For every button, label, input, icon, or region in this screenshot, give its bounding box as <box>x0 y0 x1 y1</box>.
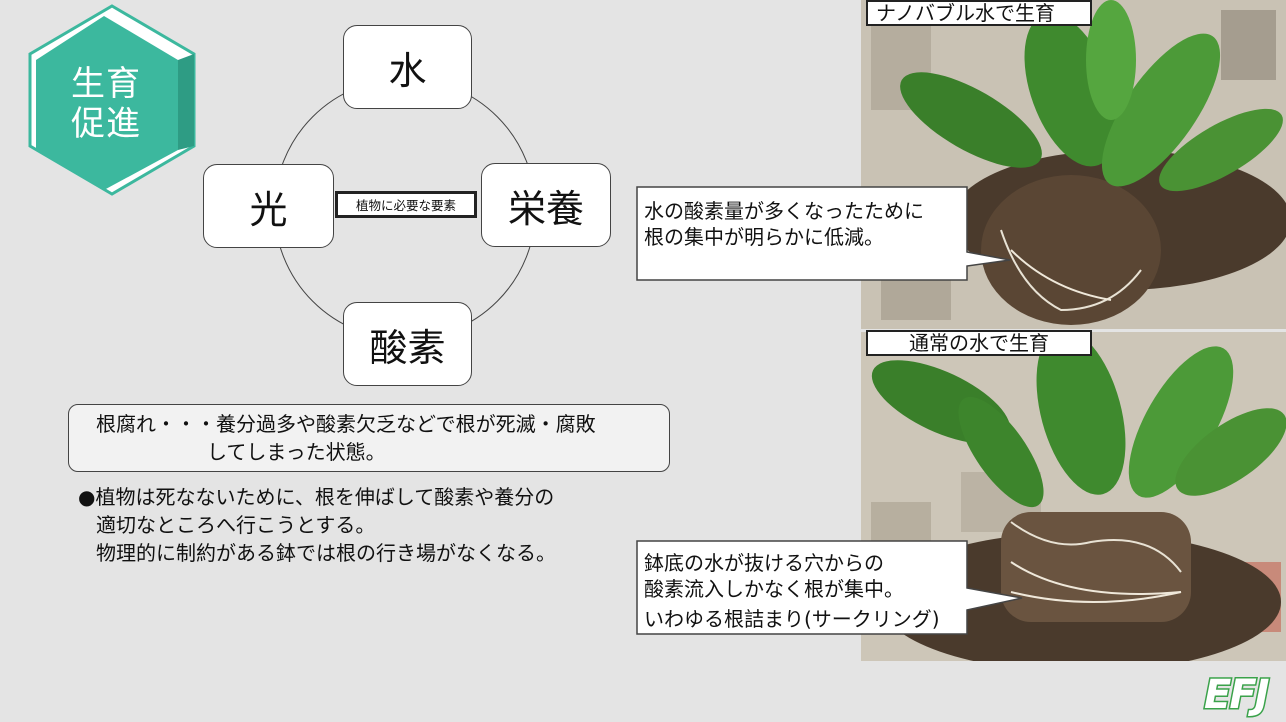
badge-line-1: 生育 <box>71 64 141 104</box>
callout-bottom-line-1: 鉢底の水が抜ける穴からの <box>644 551 884 575</box>
efj-logo: EFJ <box>1203 671 1272 720</box>
bullet-line-2: 適切なところへ行こうとする。 <box>96 513 376 537</box>
callout-bottom-line-3: いわゆる根詰まり(サークリング) <box>644 607 940 631</box>
bullet-line-1: ●植物は死なないために、根を伸ばして酸素や養分の <box>78 485 555 509</box>
diagram-center-label: 植物に必要な要素 <box>335 191 477 218</box>
callout-top-bubble <box>636 186 1011 281</box>
definition-line-2: してしまった状態。 <box>207 440 386 464</box>
badge-line-2: 促進 <box>71 104 141 144</box>
bullet-line-3: 物理的に制約がある鉢では根の行き場がなくなる。 <box>96 541 556 565</box>
callout-top-line-2: 根の集中が明らかに低減。 <box>644 225 884 249</box>
node-oxygen: 酸素 <box>343 302 472 386</box>
definition-line-1: 根腐れ・・・養分過多や酸素欠乏などで根が死滅・腐敗 <box>96 412 596 436</box>
badge-title: 生育 促進 <box>58 64 154 144</box>
photo-bottom-label: 通常の水で生育 <box>866 330 1092 356</box>
node-light: 光 <box>203 164 334 248</box>
node-water: 水 <box>343 25 472 109</box>
photo-top-label: ナノバブル水で生育 <box>866 0 1092 26</box>
node-nutrition: 栄養 <box>481 163 611 247</box>
growth-badge-hexagon-icon <box>28 4 196 196</box>
callout-top-line-1: 水の酸素量が多くなったために <box>644 199 924 223</box>
root-rot-definition-box: 根腐れ・・・養分過多や酸素欠乏などで根が死滅・腐敗 してしまった状態。 <box>68 404 670 472</box>
callout-bottom-line-2: 酸素流入しかなく根が集中。 <box>644 577 904 601</box>
callout-bottom-bubble <box>636 540 1023 635</box>
